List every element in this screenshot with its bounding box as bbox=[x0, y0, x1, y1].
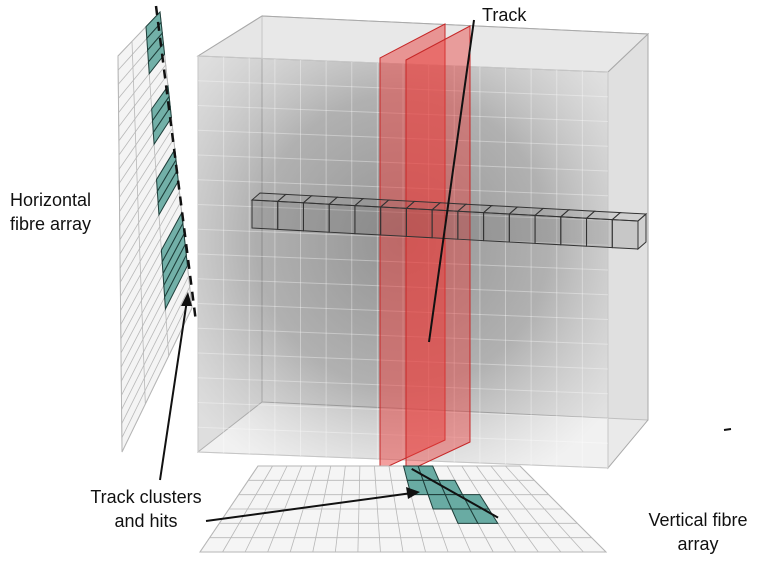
clusters-label-line1: Track clusters bbox=[90, 487, 202, 507]
cube-right-face bbox=[607, 32, 649, 470]
vertical-array-label-line1: Vertical fibre bbox=[648, 510, 748, 530]
row-cube-front bbox=[328, 203, 356, 235]
clusters-label-line2: and hits bbox=[114, 511, 178, 531]
row-cube-front bbox=[302, 202, 330, 233]
vertical-array-label: Vertical fibre array bbox=[632, 508, 763, 556]
clusters-label: Track clusters and hits bbox=[72, 485, 220, 533]
row-cube-front bbox=[457, 210, 485, 242]
horizontal-array-label-line2: fibre array bbox=[10, 214, 92, 234]
row-cube-front bbox=[611, 219, 639, 250]
track-planes bbox=[379, 23, 471, 473]
row-cube-front bbox=[586, 217, 613, 249]
horizontal-fibre-array bbox=[117, 5, 198, 453]
vertical-track-projection bbox=[411, 467, 499, 519]
row-cube-front bbox=[560, 216, 588, 247]
clusters-pointer-up bbox=[159, 299, 188, 481]
row-cube-front bbox=[380, 206, 407, 237]
h-hit-cell bbox=[164, 253, 188, 311]
h-grid-line bbox=[118, 75, 168, 142]
clusters-pointer-right bbox=[205, 492, 413, 522]
row-cube-front bbox=[277, 200, 304, 232]
horizontal-track-projection bbox=[154, 5, 198, 323]
cube-row bbox=[250, 192, 648, 251]
vertical-array-hits bbox=[402, 465, 499, 524]
row-cube-front bbox=[483, 212, 510, 243]
h-grid-line bbox=[119, 128, 173, 212]
clusters-arrowhead-right bbox=[406, 487, 420, 499]
clusters-arrowhead-up bbox=[181, 292, 192, 306]
h-hit-cell bbox=[152, 105, 172, 146]
h-grid-line bbox=[121, 276, 189, 410]
h-grid-line bbox=[120, 191, 180, 297]
horizontal-array-label: Horizontal fibre array bbox=[10, 188, 91, 236]
row-cube-end bbox=[637, 212, 647, 251]
track-plane-back bbox=[379, 23, 446, 471]
track-label: Track bbox=[482, 5, 527, 25]
row-cube-front bbox=[354, 205, 382, 236]
cube-grid-line bbox=[197, 451, 609, 469]
h-grid-line bbox=[119, 138, 175, 226]
row-cube-front bbox=[251, 199, 279, 230]
row-cube-front bbox=[405, 207, 433, 239]
stray-mark bbox=[723, 428, 732, 431]
h-grid-line bbox=[121, 307, 193, 453]
vertical-array-label-line2: array bbox=[677, 534, 719, 554]
h-grid-line bbox=[118, 64, 167, 127]
track-plane-front bbox=[405, 25, 471, 473]
track-pointer-line bbox=[428, 19, 475, 343]
h-grid-line bbox=[120, 202, 181, 311]
h-hit-cell bbox=[147, 42, 166, 76]
h-grid-line bbox=[121, 286, 191, 424]
row-cube-front bbox=[534, 214, 562, 246]
horizontal-array-label-line1: Horizontal bbox=[10, 190, 92, 210]
row-cube-front bbox=[508, 213, 536, 244]
vertical-fibre-array bbox=[199, 465, 608, 553]
h-grid-line bbox=[121, 297, 192, 439]
